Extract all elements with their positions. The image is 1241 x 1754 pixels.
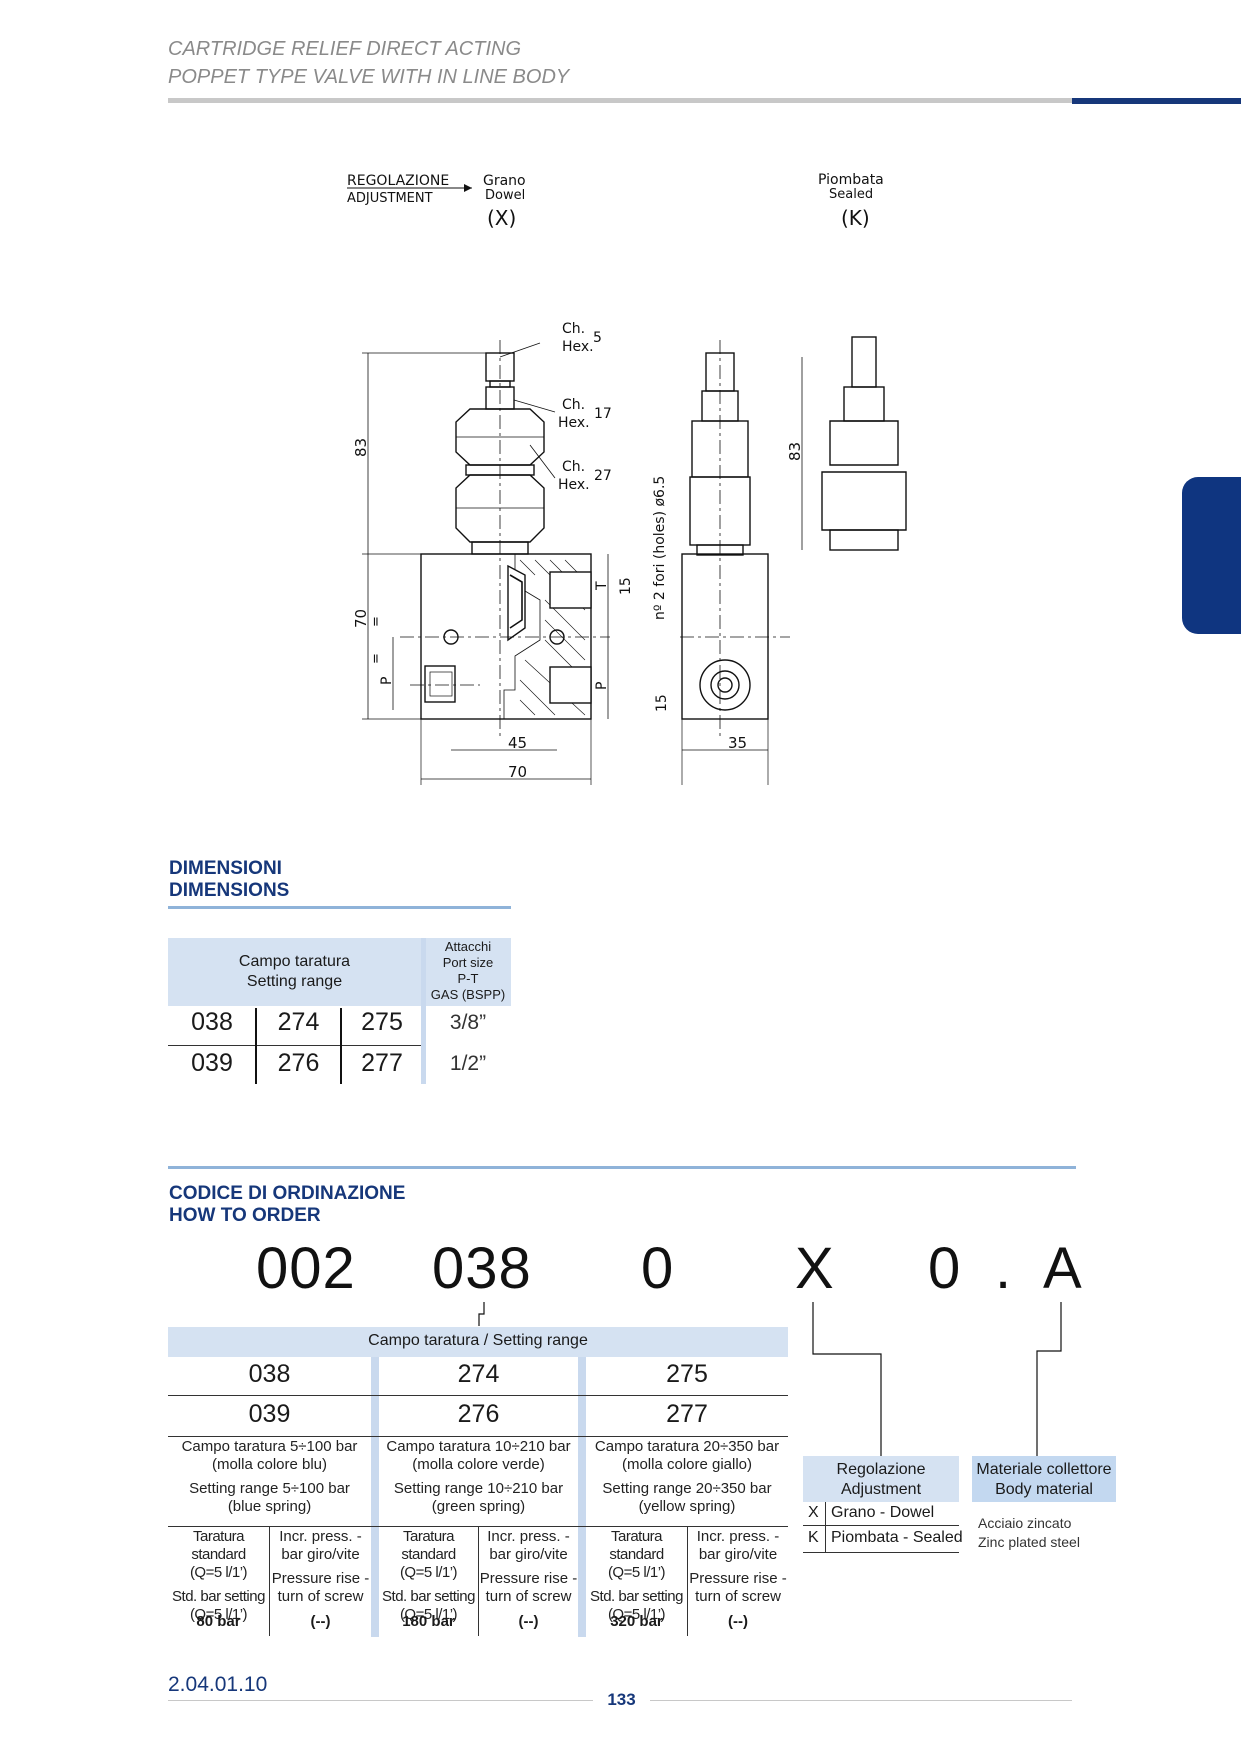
std-head-2: Taratura standard(Q=5 l/1’) Std. bar set… xyxy=(382,1528,475,1623)
svg-text:Ch.: Ch. xyxy=(562,459,585,475)
svg-text:Hex.: Hex. xyxy=(558,415,590,431)
code-part-1: 002 xyxy=(256,1236,356,1301)
adjust-code-k: K xyxy=(808,1529,819,1546)
code-part-3: 0 xyxy=(641,1236,675,1301)
code-part-5: 0 xyxy=(928,1236,962,1301)
footer-code: 2.04.01.10 xyxy=(168,1673,268,1696)
dim-70-width: 70 xyxy=(508,763,527,781)
svg-text:=: = xyxy=(369,653,384,664)
order-desc-1: Campo taratura 5÷100 bar (molla colore b… xyxy=(181,1438,358,1515)
std-head-3: Taratura standard(Q=5 l/1’) Std. bar set… xyxy=(590,1528,683,1623)
std-head-1: Taratura standard(Q=5 l/1’) Std. bar set… xyxy=(172,1528,265,1623)
port-label-p: P xyxy=(594,682,610,690)
material-title-en: Body material xyxy=(995,1481,1093,1498)
side-tab xyxy=(1182,477,1241,634)
material-header xyxy=(972,1456,1116,1502)
dims-head-range-it: Campo taratura xyxy=(238,953,351,970)
dims-header-range xyxy=(168,938,421,1006)
dim-83-right: 83 xyxy=(786,442,804,461)
dowel-label-it: Grano xyxy=(483,173,526,189)
order-title-en: HOW TO ORDER xyxy=(169,1205,321,1226)
adjust-label-k: Piombata - Sealed xyxy=(831,1529,963,1546)
adjustment-header xyxy=(803,1456,959,1502)
hex-17: 17 xyxy=(594,406,612,422)
port-label-t: T xyxy=(594,581,610,591)
svg-text:Hex.: Hex. xyxy=(558,477,590,493)
dims-row2-c: 277 xyxy=(361,1049,403,1077)
order-rule xyxy=(168,1166,1076,1169)
dim-45: 45 xyxy=(508,734,527,752)
incr-head-1: Incr. press. -bar giro/vite Pressure ris… xyxy=(271,1528,370,1605)
svg-text:Hex.: Hex. xyxy=(562,339,594,355)
std-value-3: 320 bar xyxy=(610,1613,663,1630)
order-r2-c1: 039 xyxy=(248,1400,291,1428)
svg-text:=: = xyxy=(369,616,384,627)
sealed-label-en: Sealed xyxy=(829,187,873,202)
dims-row2-b: 276 xyxy=(277,1049,320,1077)
adjust-label-x: Grano - Dowel xyxy=(831,1504,935,1521)
svg-text:Ch.: Ch. xyxy=(562,397,585,413)
port-label-p-left: P xyxy=(379,677,395,685)
incr-head-3: Incr. press. -bar giro/vite Pressure ris… xyxy=(689,1528,787,1605)
dim-35: 35 xyxy=(728,734,747,752)
order-r2-c3: 277 xyxy=(666,1400,708,1428)
range-header: Campo taratura / Setting range xyxy=(368,1332,588,1349)
adjust-code-x: X xyxy=(808,1504,819,1521)
dimensions-title-en: DIMENSIONS xyxy=(169,880,290,901)
order-desc-2: Campo taratura 10÷210 bar (molla colore … xyxy=(386,1438,571,1515)
code-part-2: 038 xyxy=(432,1236,532,1301)
dim-70-height: 70 xyxy=(352,609,370,628)
header-rule xyxy=(168,98,1072,103)
order-r1-c1: 038 xyxy=(248,1360,291,1388)
dowel-code: (X) xyxy=(487,206,516,230)
page-number: 133 xyxy=(607,1690,636,1709)
hex-27: 27 xyxy=(594,468,612,484)
header-rule-accent xyxy=(1072,98,1241,104)
code-part-4: X xyxy=(795,1236,835,1301)
header-title-line2: POPPET TYPE VALVE WITH IN LINE BODY xyxy=(168,66,570,88)
incr-head-2: Incr. press. -bar giro/vite Pressure ris… xyxy=(479,1528,578,1605)
dowel-label-en: Dowel xyxy=(485,188,525,203)
dimensions-rule xyxy=(168,906,511,909)
dims-header-port xyxy=(425,938,511,1006)
dims-row2-port: 1/2” xyxy=(449,1052,487,1075)
adjust-label-en: ADJUSTMENT xyxy=(347,191,433,206)
order-title-it: CODICE DI ORDINAZIONE xyxy=(169,1183,406,1204)
dims-head-range-en: Setting range xyxy=(246,973,343,990)
adjust-label-it: REGOLAZIONE xyxy=(347,173,449,189)
sealed-label-it: Piombata xyxy=(818,172,884,188)
svg-text:Ch.: Ch. xyxy=(562,321,585,337)
incr-value-1: (--) xyxy=(310,1613,331,1630)
dim-15-bottom: 15 xyxy=(654,694,670,712)
order-r1-c3: 275 xyxy=(666,1360,708,1388)
hex-5: 5 xyxy=(593,330,602,346)
dims-row1-a: 038 xyxy=(191,1008,233,1036)
material-title-it: Materiale collettore xyxy=(976,1461,1112,1478)
adjustment-title-it: Regolazione xyxy=(836,1461,926,1478)
dims-row2-a: 039 xyxy=(191,1049,233,1077)
dim-83-left: 83 xyxy=(352,438,370,457)
order-desc-3: Campo taratura 20÷350 bar (molla colore … xyxy=(594,1438,780,1515)
incr-value-3: (--) xyxy=(728,1613,748,1630)
holes-note: nº 2 fori (holes) ø6.5 xyxy=(652,476,668,620)
order-r2-c2: 276 xyxy=(457,1400,500,1428)
dimensions-title-it: DIMENSIONI xyxy=(169,858,282,879)
incr-value-2: (--) xyxy=(518,1613,539,1630)
technical-drawing: REGOLAZIONE ADJUSTMENT Grano Dowel (X) P… xyxy=(347,172,907,785)
dims-row1-port: 3/8” xyxy=(449,1011,487,1034)
dims-row1-b: 274 xyxy=(277,1008,320,1036)
dims-row1-c: 275 xyxy=(361,1008,403,1036)
dim-15-top: 15 xyxy=(618,577,634,595)
material-value: Acciaio zincato Zinc plated steel xyxy=(978,1515,1080,1550)
std-value-1: 80 bar xyxy=(196,1613,241,1630)
header-title-line1: CARTRIDGE RELIEF DIRECT ACTING xyxy=(168,38,522,60)
sealed-code: (K) xyxy=(841,206,870,230)
order-r1-c2: 274 xyxy=(457,1360,500,1388)
code-dot: . xyxy=(995,1236,1013,1301)
code-part-6: A xyxy=(1043,1236,1083,1301)
std-value-2: 180 bar xyxy=(402,1613,455,1630)
adjustment-title-en: Adjustment xyxy=(840,1481,922,1498)
